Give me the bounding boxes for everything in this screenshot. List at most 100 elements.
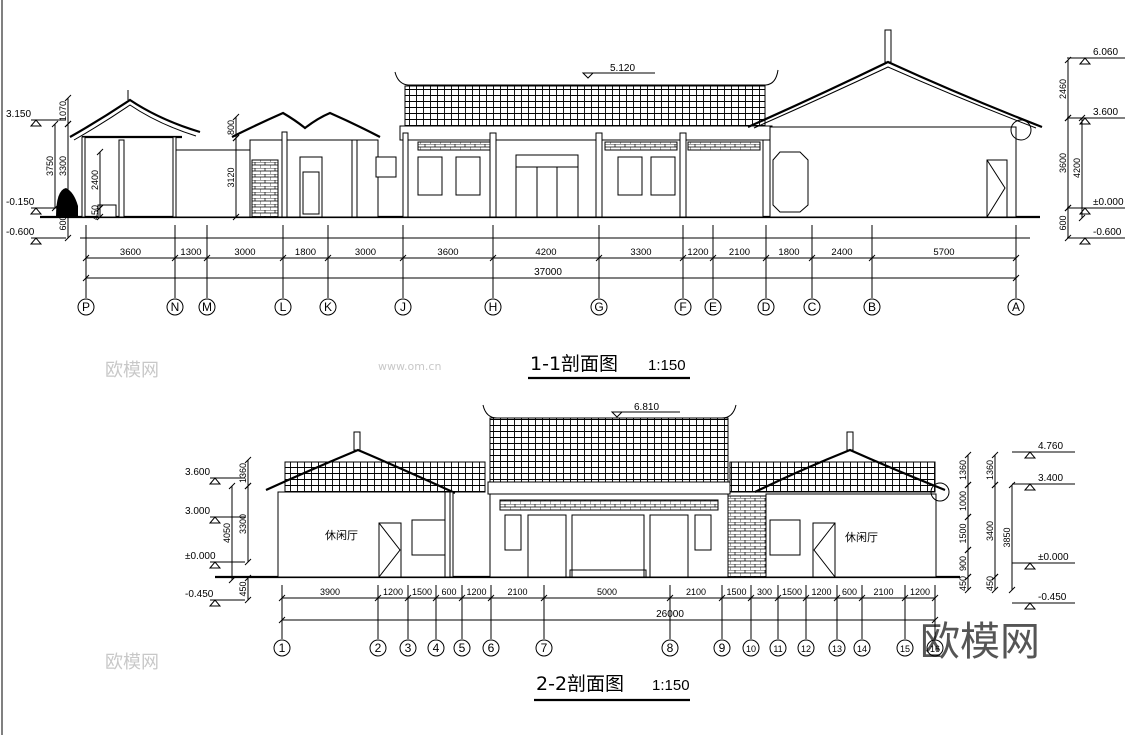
elevation-label: -0.150 bbox=[6, 197, 35, 208]
axis-label-11: 11 bbox=[773, 644, 782, 654]
axis-bubble bbox=[198, 298, 216, 316]
dimension-label: 2100 bbox=[507, 587, 527, 597]
vertical-dimension-label: 2460 bbox=[1058, 79, 1068, 99]
vertical-dimension-label: 4200 bbox=[1072, 158, 1082, 178]
dimension-label: 600 bbox=[842, 587, 857, 597]
window bbox=[769, 519, 801, 556]
dimension-label: 1500 bbox=[782, 587, 802, 597]
elevation-label: -0.450 bbox=[185, 589, 214, 600]
elevation-label: 3.000 bbox=[185, 506, 210, 517]
axis-bubble bbox=[319, 298, 337, 316]
total-dimension: 26000 bbox=[656, 609, 684, 620]
dimension-label: 4200 bbox=[535, 247, 556, 258]
dimension-tick bbox=[964, 546, 972, 554]
vertical-dimension-label: 4050 bbox=[222, 523, 232, 543]
axis-bubble bbox=[661, 639, 679, 657]
dimension-tick bbox=[64, 234, 72, 242]
dimension-label: 1500 bbox=[726, 587, 746, 597]
dimension-tick bbox=[868, 254, 876, 262]
dimension-tick bbox=[1078, 114, 1086, 122]
axis-bubble bbox=[926, 639, 944, 657]
section-2-scale: 1:150 bbox=[652, 677, 690, 694]
dimension-tick bbox=[1008, 586, 1016, 594]
dimension-tick bbox=[432, 594, 440, 602]
elevation-marker bbox=[208, 599, 222, 607]
elevation-label: 3.600 bbox=[1093, 107, 1118, 118]
vertical-dimension-label: 3400 bbox=[985, 521, 995, 541]
room-label: 休闲厅 bbox=[845, 530, 878, 544]
dimension-tick bbox=[51, 204, 59, 212]
dimension-tick bbox=[901, 594, 909, 602]
dimension-tick bbox=[802, 594, 810, 602]
dimension-tick bbox=[762, 254, 770, 262]
axis-label-H: H bbox=[489, 300, 498, 314]
axis-bubble bbox=[896, 639, 914, 657]
axis-bubble bbox=[742, 639, 760, 657]
vertical-dimension-label: 600 bbox=[58, 215, 68, 230]
vertical-dimension-label: 3300 bbox=[58, 156, 68, 176]
axis-label-A: A bbox=[1012, 300, 1020, 314]
steps bbox=[569, 569, 647, 578]
dimension-tick bbox=[808, 254, 816, 262]
dimension-tick bbox=[931, 616, 939, 624]
axis-label-7: 7 bbox=[541, 641, 548, 655]
dimension-tick bbox=[931, 594, 939, 602]
window bbox=[411, 519, 449, 556]
elevation-label: 3.400 bbox=[1038, 473, 1063, 484]
elevation-label: 3.150 bbox=[6, 109, 31, 120]
ridge-elevation: 5.120 bbox=[610, 63, 635, 74]
dimension-label: 2400 bbox=[831, 247, 852, 258]
vertical-dimension-label: 3850 bbox=[1002, 527, 1012, 547]
axis-bubble bbox=[482, 639, 500, 657]
dimension-tick bbox=[171, 254, 179, 262]
dimension-label: 2100 bbox=[729, 247, 750, 258]
dimension-tick bbox=[278, 594, 286, 602]
section-2-building bbox=[215, 404, 960, 579]
elevation-label: ±0.000 bbox=[1093, 197, 1124, 208]
dimension-tick bbox=[540, 594, 548, 602]
elevation-marker bbox=[29, 207, 43, 215]
elevation-label: 3.600 bbox=[185, 467, 210, 478]
axis-bubble bbox=[674, 298, 692, 316]
axis-bubble bbox=[399, 639, 417, 657]
dimension-label: 1200 bbox=[687, 247, 708, 258]
dimension-label: 1200 bbox=[910, 587, 930, 597]
axis-label-M: M bbox=[202, 300, 212, 314]
dimension-tick bbox=[747, 594, 755, 602]
dimension-tick bbox=[833, 594, 841, 602]
axis-label-8: 8 bbox=[667, 641, 674, 655]
dimension-tick bbox=[64, 120, 72, 128]
dimension-label: 2100 bbox=[686, 587, 706, 597]
door bbox=[527, 514, 567, 578]
dimension-tick bbox=[228, 482, 236, 490]
door bbox=[986, 159, 1008, 218]
ridge-elevation: 6.810 bbox=[634, 402, 659, 413]
window bbox=[617, 156, 643, 196]
axis-bubble bbox=[590, 298, 608, 316]
dimension-tick bbox=[399, 254, 407, 262]
elevation-marker bbox=[1023, 562, 1037, 570]
dimension-tick bbox=[666, 594, 674, 602]
dimension-tick bbox=[964, 513, 972, 521]
main-hall bbox=[394, 69, 779, 218]
vertical-dimension-label: 450 bbox=[238, 581, 248, 596]
axis-label-14: 14 bbox=[857, 644, 867, 654]
dimension-tick bbox=[964, 586, 972, 594]
dimension-label: 3000 bbox=[234, 247, 255, 258]
vertical-dimension-label: 1000 bbox=[958, 491, 968, 511]
elevation-marker bbox=[1023, 483, 1037, 491]
dimension-tick bbox=[203, 254, 211, 262]
axis-label-3: 3 bbox=[405, 641, 412, 655]
vertical-dimension-label: 3120 bbox=[226, 167, 236, 187]
axis-label-12: 12 bbox=[801, 644, 811, 654]
dimension-label: 1800 bbox=[295, 247, 316, 258]
twin-gable-house bbox=[231, 111, 397, 218]
dimension-tick bbox=[991, 586, 999, 594]
vertical-dimension-label: 800 bbox=[226, 120, 236, 135]
door bbox=[649, 514, 689, 578]
dimension-tick bbox=[64, 94, 72, 102]
axis-label-J: J bbox=[400, 300, 406, 314]
dimension-label: 3300 bbox=[630, 247, 651, 258]
axis-label-5: 5 bbox=[459, 641, 466, 655]
detail-callout-circle bbox=[1010, 119, 1032, 141]
